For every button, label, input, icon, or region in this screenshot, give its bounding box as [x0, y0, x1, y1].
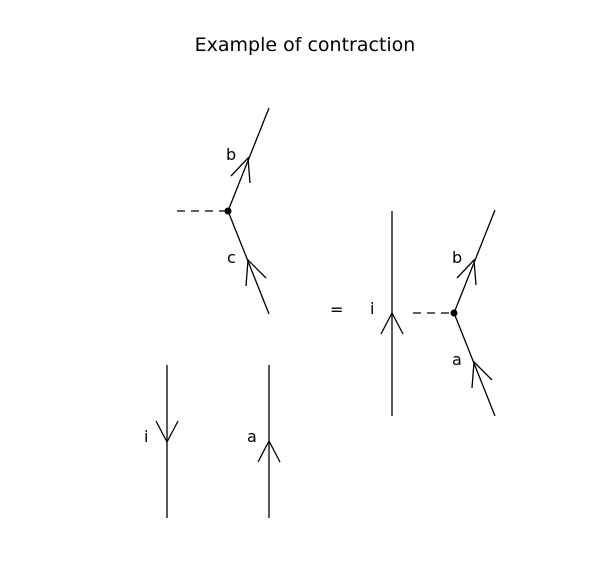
middle-up-arrow-icon [380, 311, 404, 335]
left-vertex-lower-arrow-icon [245, 258, 267, 287]
right-loose-line: a [247, 365, 281, 518]
left-loose-line: i [144, 365, 179, 518]
left-loose-line-label: i [144, 427, 148, 446]
right-vertex-lower-label: a [452, 350, 462, 369]
right-loose-line-label: a [247, 427, 257, 446]
right-vertex-upper-arrow-icon [456, 258, 477, 286]
left-vertex-upper-label: b [226, 145, 236, 164]
right-vertex-diagram: b a [413, 209, 496, 417]
down-arrow-icon [155, 420, 179, 444]
diagram-title: Example of contraction [195, 34, 416, 56]
equals-sign: = [330, 300, 343, 319]
up-arrow-icon [257, 439, 281, 463]
right-vertex-upper-label: b [452, 248, 462, 267]
left-vertex-diagram: b c [177, 107, 270, 315]
left-vertex-upper-arrow-icon [230, 156, 251, 184]
middle-line-label: i [370, 299, 374, 318]
left-vertex-lower-label: c [227, 248, 236, 267]
middle-line: i [370, 211, 404, 416]
right-vertex-lower-arrow-icon [471, 360, 493, 389]
right-vertex-lower-line [453, 312, 496, 417]
left-vertex-lower-line [227, 210, 270, 315]
